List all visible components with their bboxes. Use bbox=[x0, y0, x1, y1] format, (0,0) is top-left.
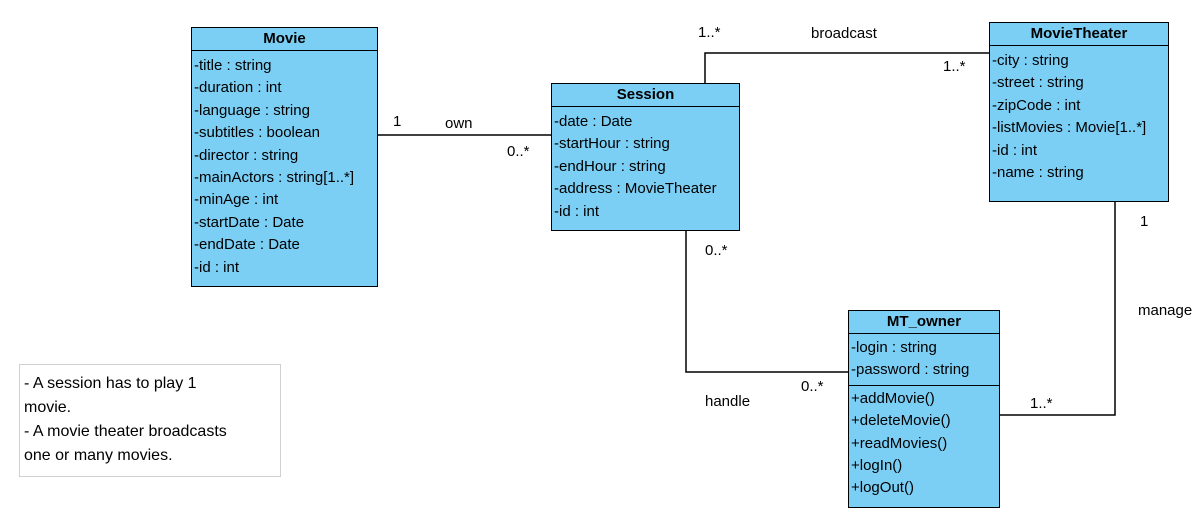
note-box: - A session has to play 1 movie. - A mov… bbox=[19, 364, 281, 477]
operation: +readMovies() bbox=[851, 434, 948, 452]
attribute: -endDate : Date bbox=[194, 236, 300, 254]
handle-session-multiplicity: 0..* bbox=[705, 242, 728, 259]
attribute: -startDate : Date bbox=[194, 213, 305, 231]
handle-label: handle bbox=[705, 393, 751, 410]
attribute: -title : string bbox=[194, 57, 272, 74]
note-line: movie. bbox=[24, 399, 72, 416]
attribute: -subtitles : boolean bbox=[194, 124, 320, 142]
movie-class-name: Movie bbox=[263, 30, 306, 47]
attribute: -minAge : int bbox=[194, 191, 279, 209]
broadcast-session-multiplicity: 1..* bbox=[698, 24, 721, 41]
attribute: -zipCode : int bbox=[992, 96, 1081, 114]
attribute: -director : string bbox=[194, 146, 299, 164]
attribute: -id : int bbox=[194, 258, 240, 276]
movie-theater-attributes: -city : string -street : string -zipCode… bbox=[990, 45, 1168, 188]
movie-attributes: -title : string -duration : int -languag… bbox=[192, 50, 377, 283]
mt-owner-class-name: MT_owner bbox=[886, 313, 962, 330]
operation: +logIn() bbox=[851, 457, 903, 475]
manage-label: manage bbox=[1138, 302, 1193, 319]
attribute: -street : string bbox=[992, 74, 1084, 92]
attribute: -endHour : string bbox=[554, 157, 666, 175]
own-session-multiplicity: 0..* bbox=[507, 143, 530, 160]
session-class[interactable]: Session -date : Date -startHour : string… bbox=[551, 83, 740, 231]
broadcast-association-line bbox=[704, 52, 989, 83]
own-label: own bbox=[445, 115, 473, 132]
attribute: -listMovies : Movie[1..*] bbox=[992, 119, 1147, 137]
attribute: -language : string bbox=[194, 101, 310, 119]
own-movie-multiplicity: 1 bbox=[393, 113, 402, 130]
broadcast-label: broadcast bbox=[811, 25, 877, 42]
movie-theater-class[interactable]: MovieTheater -city : string -street : st… bbox=[989, 22, 1169, 202]
manage-owner-multiplicity: 1..* bbox=[1030, 395, 1053, 412]
attribute: -name : string bbox=[992, 164, 1084, 182]
movie-theater-class-name: MovieTheater bbox=[1030, 25, 1128, 42]
attribute: -password : string bbox=[851, 361, 970, 379]
attribute: -id : int bbox=[992, 141, 1038, 159]
mt-owner-operations: +addMovie() +deleteMovie() +readMovies()… bbox=[849, 384, 999, 504]
handle-owner-multiplicity: 0..* bbox=[801, 378, 824, 395]
operation: +logOut() bbox=[851, 479, 914, 497]
manage-theater-multiplicity: 1 bbox=[1140, 213, 1149, 230]
broadcast-theater-multiplicity: 1..* bbox=[943, 58, 966, 75]
manage-association-line bbox=[1000, 202, 1116, 416]
mt-owner-class[interactable]: MT_owner -login : string -password : str… bbox=[848, 310, 1000, 508]
attribute: -login : string bbox=[851, 339, 937, 356]
operation: +addMovie() bbox=[851, 389, 935, 407]
note-line: one or many movies. bbox=[24, 447, 173, 464]
handle-association-line bbox=[685, 230, 848, 373]
attribute: -mainActors : string[1..*] bbox=[194, 169, 355, 187]
attribute: -duration : int bbox=[194, 79, 282, 97]
session-class-name: Session bbox=[616, 86, 675, 103]
session-attributes: -date : Date -startHour : string -endHou… bbox=[552, 106, 739, 227]
attribute: -address : MovieTheater bbox=[554, 180, 717, 198]
attribute: -date : Date bbox=[554, 113, 633, 130]
attribute: -city : string bbox=[992, 52, 1069, 69]
attribute: -id : int bbox=[554, 202, 600, 220]
operation: +deleteMovie() bbox=[851, 412, 951, 430]
note-line: - A session has to play 1 bbox=[24, 375, 197, 392]
attribute: -startHour : string bbox=[554, 135, 670, 153]
note-line: - A movie theater broadcasts bbox=[24, 423, 227, 440]
mt-owner-attributes: -login : string -password : string bbox=[849, 333, 999, 385]
movie-class[interactable]: Movie -title : string -duration : int -l… bbox=[191, 27, 378, 287]
